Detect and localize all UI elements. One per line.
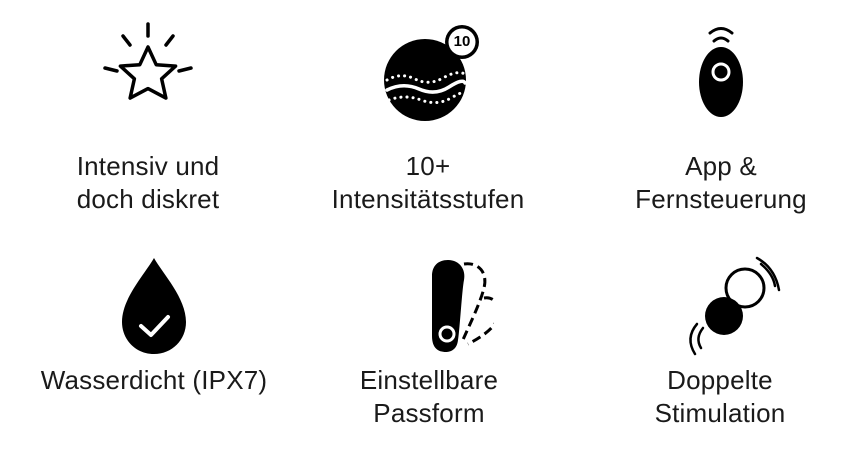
intensity-levels-icon: 10 (363, 18, 493, 128)
feature-label-line: Passform (373, 398, 485, 428)
feature-label-line: Doppelte (667, 365, 773, 395)
feature-label-line: doch diskret (76, 184, 220, 214)
feature-label-line: Fernsteuerung (635, 184, 807, 214)
remote-control-icon (699, 27, 743, 117)
feature-label-line: Wasserdicht (IPX7) (40, 365, 268, 395)
feature-label-line: Stimulation (654, 398, 786, 428)
feature-dual-stimulation: Doppelte Stimulation (590, 256, 850, 430)
feature-intensity-levels: 10 10+ Intensitätsstufen (298, 18, 558, 216)
water-drop-check-icon (122, 258, 186, 354)
feature-label-line: Intensitätsstufen (331, 184, 525, 214)
feature-adjustable-fit: Einstellbare Passform (299, 256, 559, 430)
feature-waterproof: Wasserdicht (IPX7) (24, 256, 284, 397)
star-sparkle-icon (103, 22, 193, 100)
feature-label-line: Intensiv und (76, 151, 220, 181)
dual-stimulation-icon (689, 256, 781, 356)
feature-app-remote: App & Fernsteuerung (591, 18, 850, 216)
feature-label-line: App & (685, 151, 757, 181)
feature-label-line: Einstellbare (359, 365, 499, 395)
feature-label-line: 10+ (405, 151, 451, 181)
intensity-badge: 10 (453, 33, 471, 50)
feature-intensive-discreet: Intensiv und doch diskret (18, 18, 278, 216)
adjustable-fit-icon (432, 260, 494, 352)
